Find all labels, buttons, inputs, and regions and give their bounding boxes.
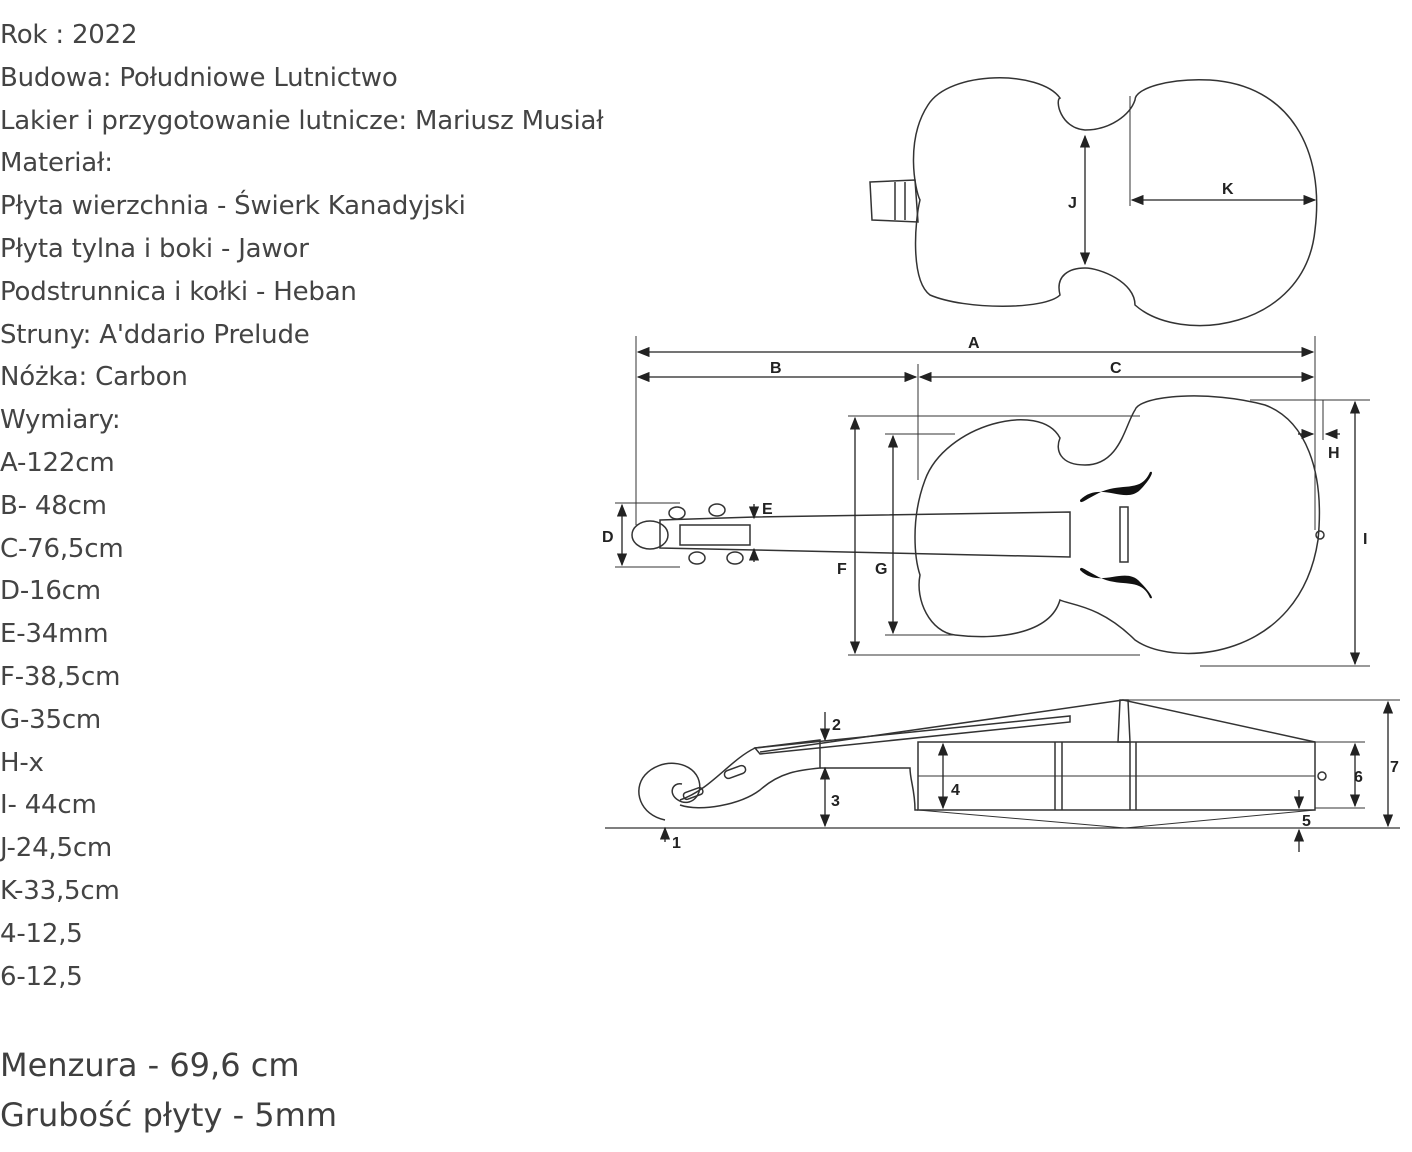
label-b: B <box>770 360 782 377</box>
f-hole-upper <box>1080 471 1152 503</box>
body-outline-top <box>912 77 1318 327</box>
dim-j: J-24,5cm <box>0 833 113 864</box>
label-d: D <box>602 529 614 546</box>
side-view <box>605 699 1400 829</box>
spec-endpin: Nóżka: Carbon <box>0 362 188 393</box>
spec-fingerboard-pegs: Podstrunnica i kołki - Heban <box>0 276 357 307</box>
label-e: E <box>762 501 773 518</box>
label-4: 4 <box>951 782 960 799</box>
label-i: I <box>1363 531 1367 548</box>
spec-material-heading: Materiał: <box>0 148 113 179</box>
dim-b: B- 48cm <box>0 490 107 521</box>
body-outline-front <box>914 395 1321 655</box>
neck-front <box>659 511 1071 558</box>
footer-notes: Menzura - 69,6 cm Grubość płyty - 5mm <box>0 1040 337 1140</box>
pegbox-side <box>679 739 821 809</box>
dim-a: A-122cm <box>0 447 115 478</box>
label-1: 1 <box>672 835 681 852</box>
spec-dimensions-heading: Wymiary: <box>0 405 121 436</box>
scroll-front <box>631 520 669 550</box>
bridge-side <box>1117 699 1131 743</box>
dim-h: H-x <box>0 747 44 778</box>
spec-varnish: Lakier i przygotowanie lutnicze: Mariusz… <box>0 105 604 136</box>
peg-box <box>679 524 751 546</box>
dim-6: 6-12,5 <box>0 961 83 992</box>
cello-dimension-diagram: J K A B C D E F G <box>602 77 1400 852</box>
plate-thickness: Grubość płyty - 5mm <box>0 1096 337 1134</box>
label-k: K <box>1222 181 1234 198</box>
label-c: C <box>1110 360 1122 377</box>
front-view <box>615 336 1370 667</box>
label-5: 5 <box>1302 813 1311 830</box>
dim-g: G-35cm <box>0 704 102 735</box>
strings-side <box>759 699 1316 753</box>
bridge-front <box>1119 506 1129 563</box>
dim-k: K-33,5cm <box>0 875 120 906</box>
dim-e: E-34mm <box>0 619 109 650</box>
label-3: 3 <box>831 793 840 810</box>
spec-back-sides: Płyta tylna i boki - Jawor <box>0 233 309 264</box>
dim-f: F-38,5cm <box>0 661 121 692</box>
label-6: 6 <box>1354 769 1363 786</box>
spec-build: Budowa: Południowe Lutnictwo <box>0 62 398 93</box>
dim-4: 4-12,5 <box>0 918 83 949</box>
fingerboard-side <box>753 715 1071 755</box>
label-j: J <box>1068 195 1077 212</box>
spec-strings: Struny: A'ddario Prelude <box>0 319 310 350</box>
dim-d: D-16cm <box>0 576 101 607</box>
f-hole-lower <box>1080 567 1152 599</box>
dim-c: C-76,5cm <box>0 533 124 564</box>
label-g: G <box>875 561 887 578</box>
spec-top-plate: Płyta wierzchnia - Świerk Kanadyjski <box>0 191 466 222</box>
dim-i: I- 44cm <box>0 790 97 821</box>
spec-year: Rok : 2022 <box>0 20 138 50</box>
label-2: 2 <box>832 717 841 734</box>
label-a: A <box>968 335 980 352</box>
label-h: H <box>1328 445 1340 462</box>
label-f: F <box>837 561 847 578</box>
scroll-side <box>638 762 701 821</box>
scale-length: Menzura - 69,6 cm <box>0 1046 300 1084</box>
label-7: 7 <box>1390 759 1399 776</box>
neck-stub-top <box>869 179 919 223</box>
body-top-view <box>869 77 1318 327</box>
neck-side <box>820 767 918 811</box>
specifications-list: Rok : 2022 Budowa: Południowe Lutnictwo … <box>0 14 604 998</box>
